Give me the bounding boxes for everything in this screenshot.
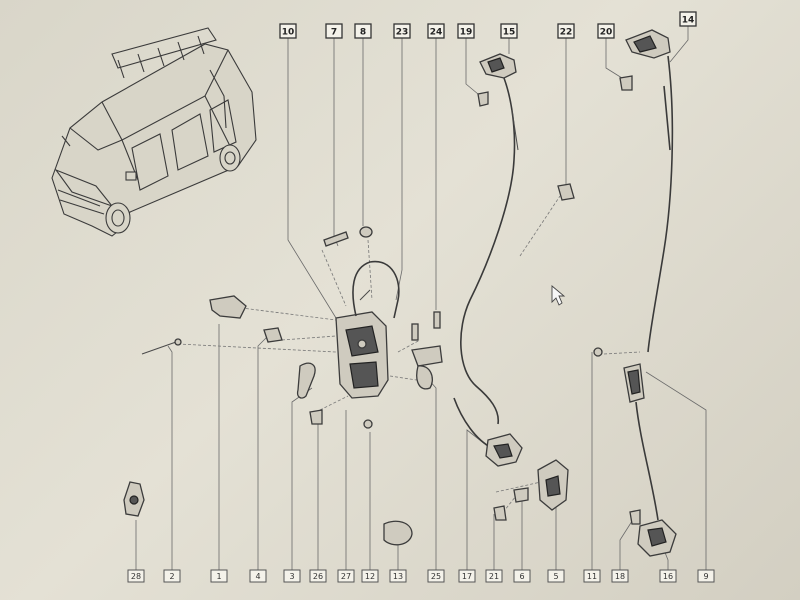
callout-23: 23 xyxy=(393,23,411,39)
bottom-label-13-text: 13 xyxy=(393,572,403,581)
callout-22-label: 22 xyxy=(560,28,573,38)
van-illustration xyxy=(51,27,257,237)
bottom-label-2-text: 2 xyxy=(169,572,174,581)
bottom-label-16-text: 16 xyxy=(663,572,673,581)
callout-8-label: 8 xyxy=(360,28,366,38)
bottom-label-11-text: 11 xyxy=(587,572,597,581)
bottom-label-13: 13 xyxy=(389,569,407,583)
bottom-label-27: 27 xyxy=(337,569,355,583)
callout-7: 7 xyxy=(325,23,343,39)
lock-mechanism xyxy=(335,260,443,399)
callout-20: 20 xyxy=(597,23,615,39)
callout-19: 19 xyxy=(457,23,475,39)
callout-24-label: 24 xyxy=(430,28,443,38)
bottom-label-5: 5 xyxy=(547,569,565,583)
callout-10: 10 xyxy=(279,23,297,39)
bottom-label-11: 11 xyxy=(583,569,601,583)
bottom-label-9: 9 xyxy=(697,569,715,583)
callout-24: 24 xyxy=(427,23,445,39)
bottom-label-4-text: 4 xyxy=(255,572,260,581)
cables-center xyxy=(383,53,575,546)
callout-19-label: 19 xyxy=(460,28,473,38)
callout-14: 14 xyxy=(679,11,697,27)
callout-15-label: 15 xyxy=(503,28,516,38)
callout-14-label: 14 xyxy=(682,16,695,26)
bottom-label-18: 18 xyxy=(611,569,629,583)
callout-22: 22 xyxy=(557,23,575,39)
bottom-label-9-text: 9 xyxy=(703,572,708,581)
bottom-label-21-text: 21 xyxy=(489,572,499,581)
assembly-dashed-lines xyxy=(177,195,641,517)
bottom-label-5-text: 5 xyxy=(553,572,558,581)
bottom-label-25-text: 25 xyxy=(431,572,441,581)
bottom-label-3-text: 3 xyxy=(289,572,294,581)
callout-20-label: 20 xyxy=(600,28,613,38)
bottom-label-26-text: 26 xyxy=(313,572,323,581)
bottom-label-1-text: 1 xyxy=(216,572,221,581)
bottom-label-25: 25 xyxy=(427,569,445,583)
bottom-label-21: 21 xyxy=(485,569,503,583)
callout-15: 15 xyxy=(500,23,518,39)
callout-10-label: 10 xyxy=(282,28,295,38)
bottom-label-3: 3 xyxy=(283,569,301,583)
bottom-label-17-text: 17 xyxy=(462,572,472,581)
bottom-label-6: 6 xyxy=(513,569,531,583)
cables-right xyxy=(593,29,677,557)
clip-part xyxy=(123,481,145,517)
bottom-label-6-text: 6 xyxy=(519,572,524,581)
bottom-label-2: 2 xyxy=(163,569,181,583)
small-parts-left xyxy=(141,226,373,429)
callout-8: 8 xyxy=(354,23,372,39)
bottom-label-16: 16 xyxy=(659,569,677,583)
mouse-cursor-icon xyxy=(551,285,566,306)
bottom-label-17: 17 xyxy=(458,569,476,583)
bottom-label-12-text: 12 xyxy=(365,572,375,581)
bottom-label-1: 1 xyxy=(210,569,228,583)
bottom-label-12: 12 xyxy=(361,569,379,583)
bottom-label-4: 4 xyxy=(249,569,267,583)
bottom-label-28-text: 28 xyxy=(131,572,141,581)
bottom-label-18-text: 18 xyxy=(615,572,625,581)
callout-7-label: 7 xyxy=(331,28,337,38)
bottom-label-28: 28 xyxy=(127,569,145,583)
callout-23-label: 23 xyxy=(396,28,409,38)
bottom-label-26: 26 xyxy=(309,569,327,583)
bottom-label-27-text: 27 xyxy=(341,572,351,581)
